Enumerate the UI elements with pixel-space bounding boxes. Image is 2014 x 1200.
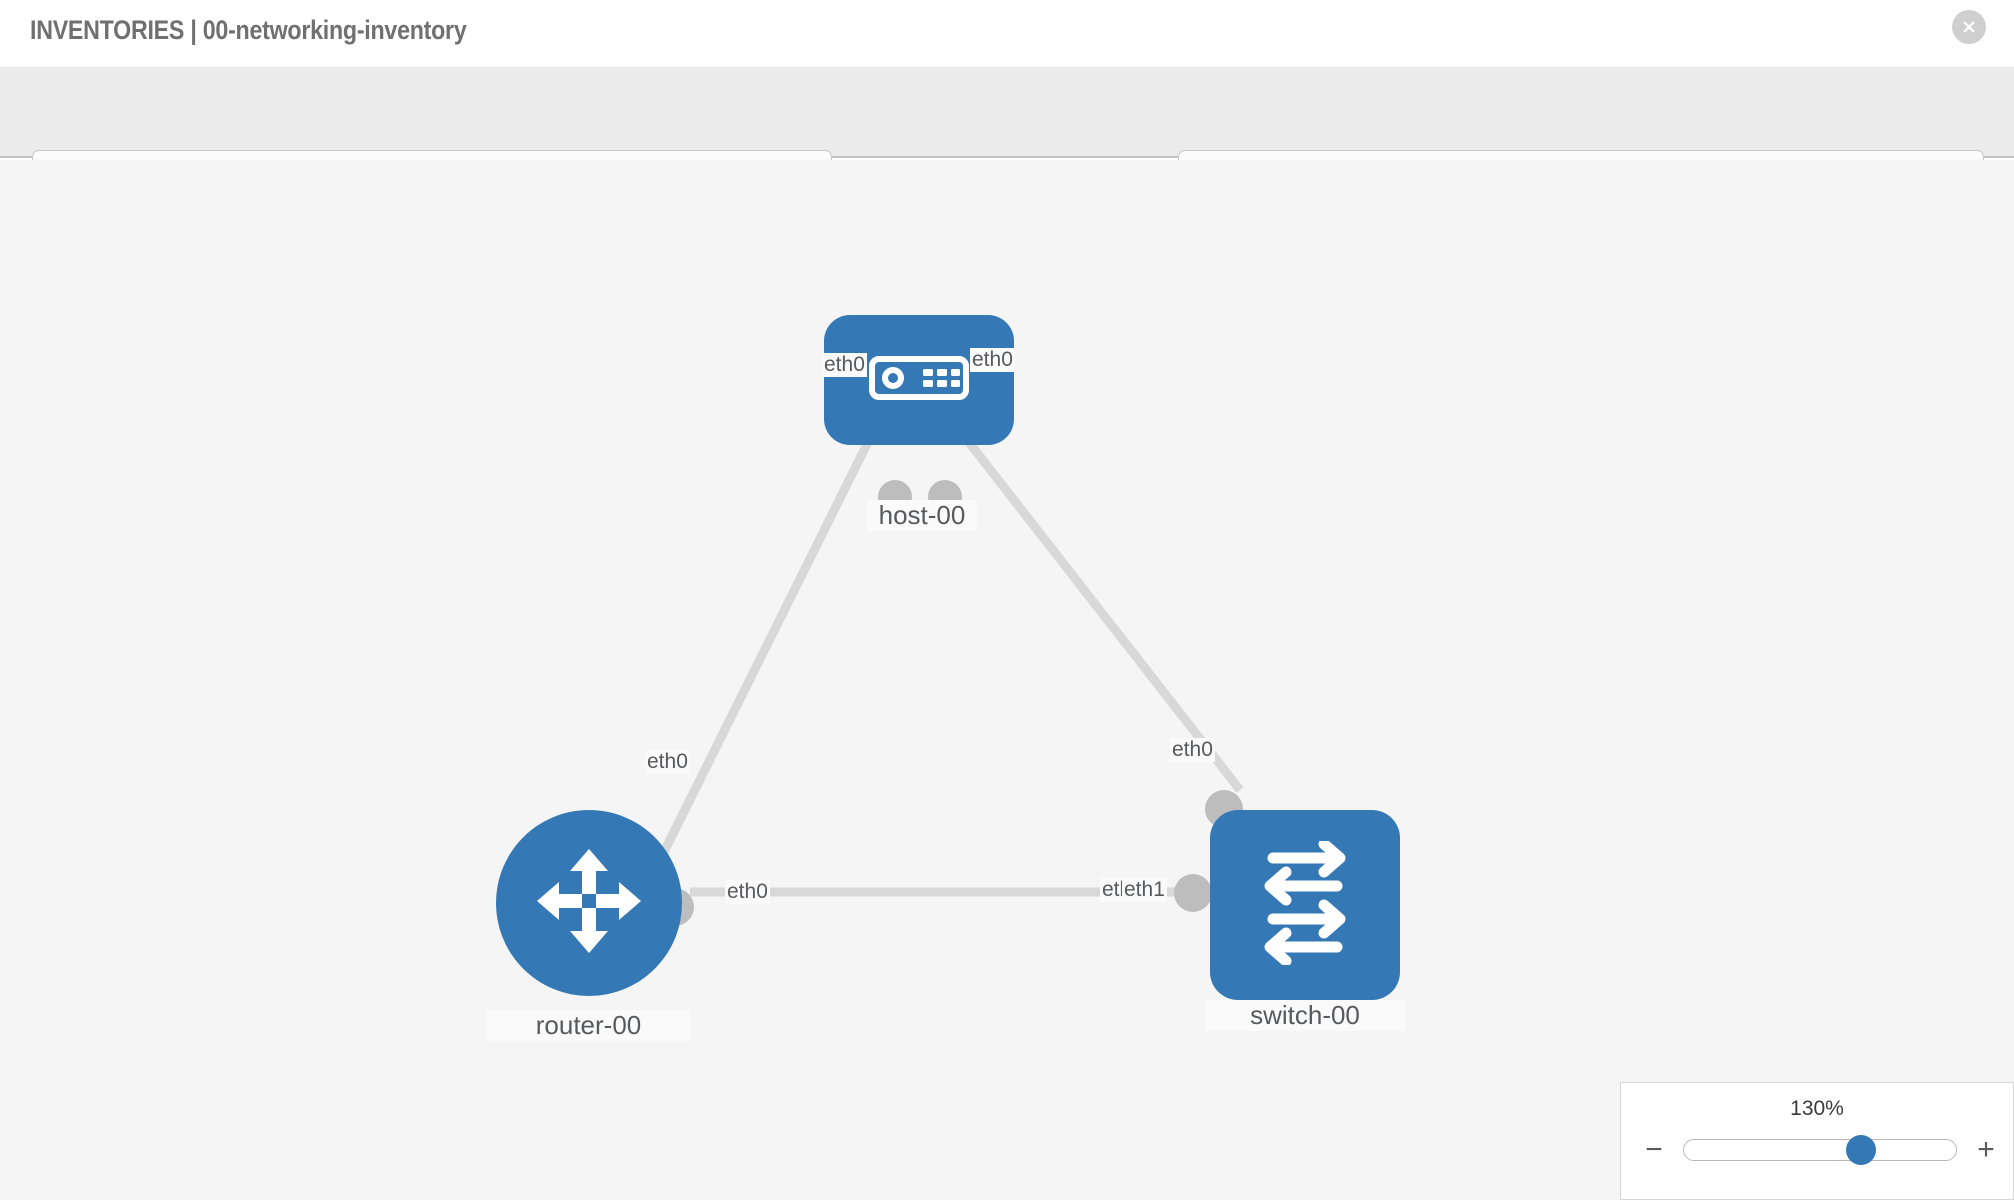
port-switch-00-left-lower[interactable] bbox=[1174, 874, 1212, 912]
iface-label-router-00-uplink: eth0 bbox=[645, 750, 690, 774]
zoom-slider-track[interactable] bbox=[1683, 1135, 1957, 1165]
zoom-in-button[interactable]: + bbox=[1969, 1135, 2003, 1165]
edge-host00-switch00 bbox=[946, 415, 1244, 793]
iface-label-router-00-right: eth0 bbox=[725, 880, 770, 904]
zoom-percent-label: 130% bbox=[1790, 1097, 1844, 1120]
router-arrows-icon bbox=[530, 842, 648, 965]
zoom-slider-thumb[interactable] bbox=[1845, 1135, 1876, 1165]
server-icon bbox=[869, 355, 969, 405]
toolbar: ACTIONS bbox=[0, 68, 2014, 202]
zoom-slider-row: − + bbox=[1637, 1130, 2003, 1170]
router-node-shape[interactable] bbox=[496, 810, 682, 996]
switch-node-shape[interactable] bbox=[1210, 810, 1400, 1000]
node-label-switch-00: switch-00 bbox=[1205, 1000, 1405, 1031]
iface-label-host-00-left: eth0 bbox=[822, 353, 867, 377]
close-button[interactable] bbox=[1952, 10, 1986, 44]
node-switch-00[interactable]: switch-00 bbox=[1174, 790, 1405, 1050]
zoom-out-button[interactable]: − bbox=[1637, 1135, 1671, 1165]
topology-canvas[interactable]: host-00 bbox=[0, 160, 2014, 1200]
iface-label-host-00-right: eth0 bbox=[970, 348, 1015, 372]
edge-host00-router00 bbox=[645, 415, 885, 883]
page-title: INVENTORIES | 00-networking-inventory bbox=[30, 15, 467, 45]
iface-label-switch-00-uplink: eth0 bbox=[1170, 738, 1215, 762]
node-label-router-00: router-00 bbox=[486, 1010, 691, 1041]
page-header: INVENTORIES | 00-networking-inventory bbox=[0, 0, 2014, 68]
node-router-00[interactable]: router-00 bbox=[486, 810, 696, 1050]
host-node-shape[interactable] bbox=[824, 315, 1014, 445]
close-icon bbox=[1959, 17, 1979, 37]
iface-label-switch-00-left: eth1 bbox=[1122, 878, 1167, 902]
node-host-00[interactable]: host-00 bbox=[824, 315, 1014, 531]
node-label-host-00: host-00 bbox=[867, 500, 977, 531]
switch-arrows-icon bbox=[1245, 838, 1365, 970]
zoom-control: 130% − + bbox=[1620, 1082, 2014, 1200]
